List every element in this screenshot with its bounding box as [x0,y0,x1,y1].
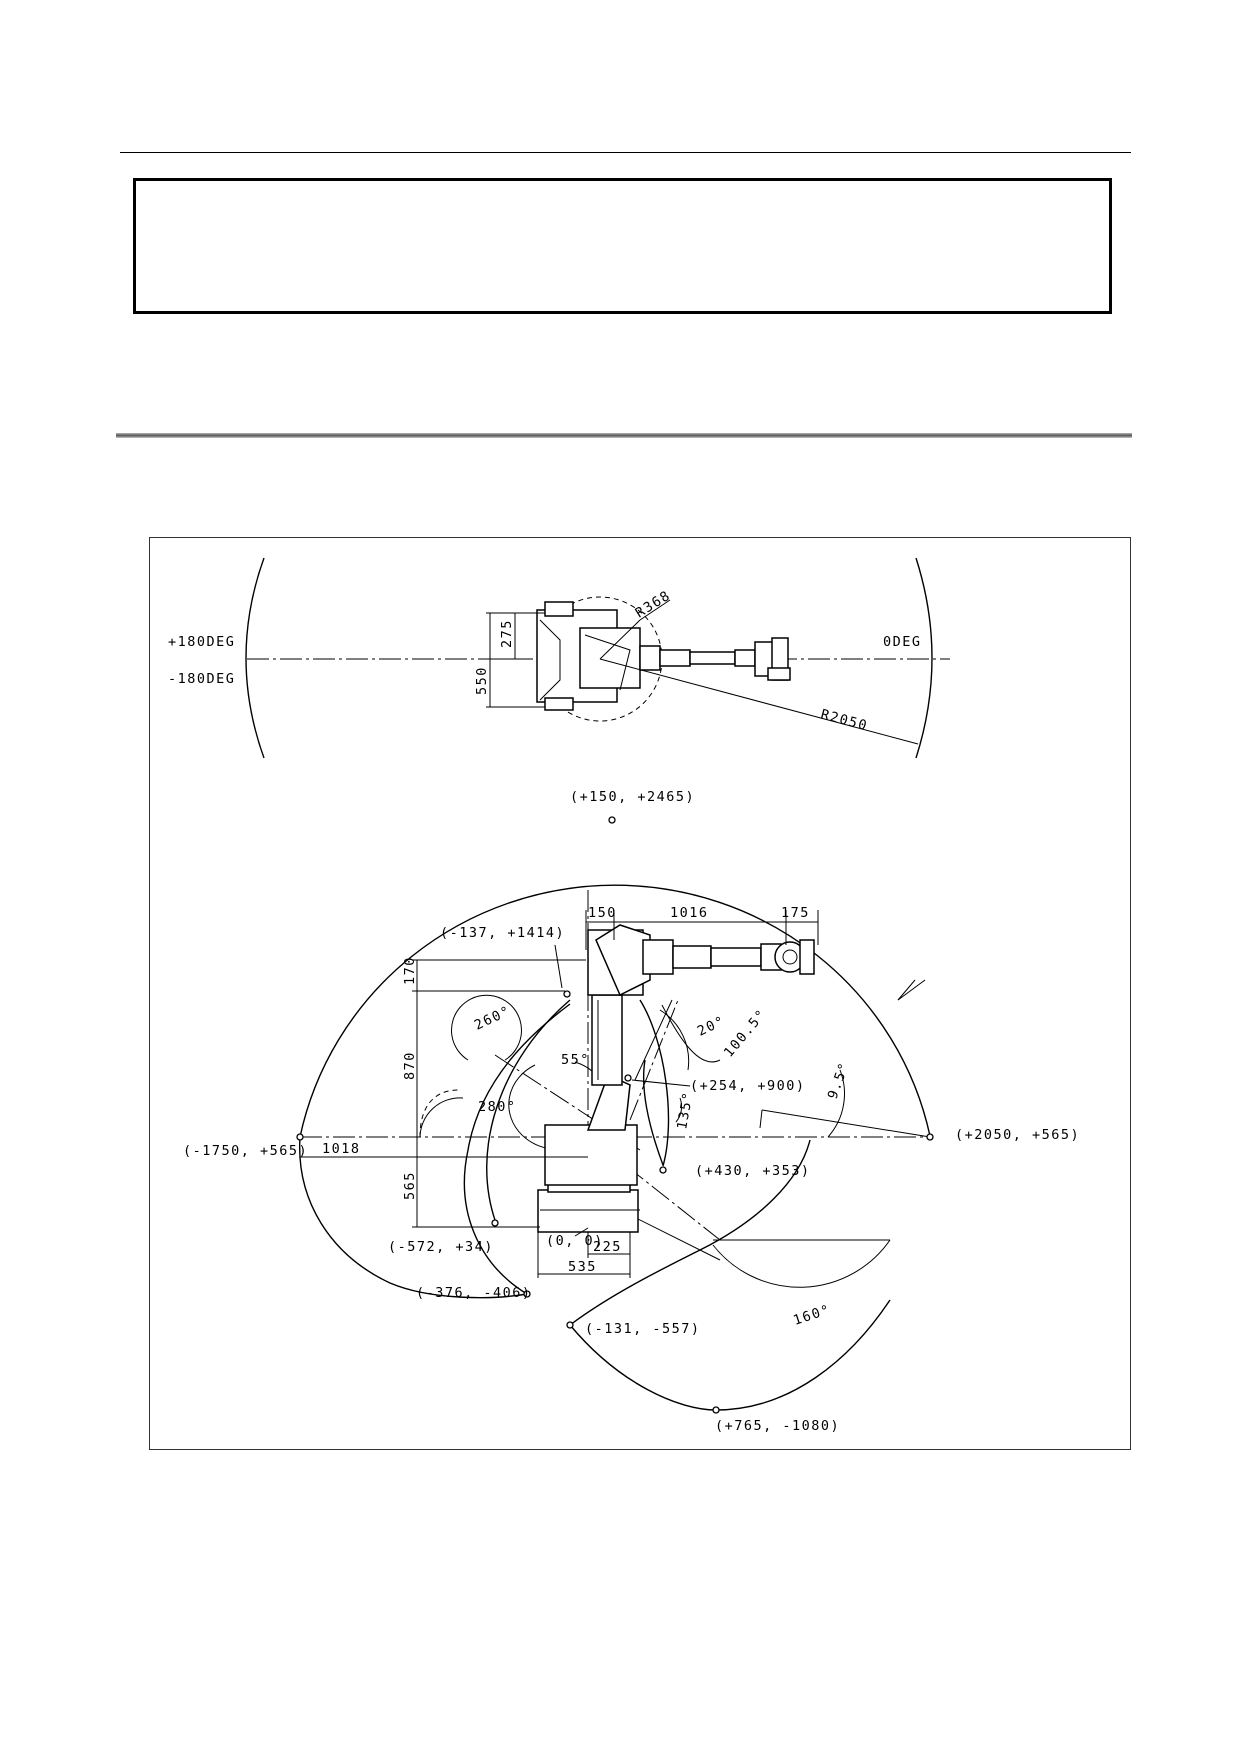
point-wrist-label: (+254, +900) [690,1078,806,1094]
angle-9-5-label: 9.5° [825,1060,853,1102]
point-right-label: (+2050, +565) [955,1127,1080,1143]
lower-envelope [569,1299,891,1411]
point-upper-left [563,990,571,998]
dim-565-label: 565 [402,1171,418,1200]
point-right [926,1133,934,1141]
inner-envelope [463,1003,571,1295]
angle-55-label: 55° [561,1052,590,1068]
robot-top-view [536,601,791,711]
caution-box [133,178,1112,314]
dim-275-label: 275 [499,619,515,648]
point-left [296,1133,304,1141]
point-wrist [624,1074,632,1082]
point-upper-left-label: (-137, +1414) [440,925,565,941]
point-origin-label: (0, 0) [546,1233,604,1249]
outer-envelope [299,884,931,1299]
radius-base-label: R368 [633,587,674,621]
point-lower-mid [566,1321,574,1329]
angle-100-5-label: 100.5° [721,1006,770,1061]
point-left-label: (-1750, +565) [183,1143,308,1159]
dim-1018-label: 1018 [322,1141,361,1157]
dim-550-label: 550 [474,666,490,695]
angle-zero-label: 0DEG [883,634,922,650]
point-bottom-label: (+765, -1080) [715,1418,840,1434]
dim-175-label: 175 [781,905,810,921]
point-front-low [491,1219,499,1227]
point-top-label: (+150, +2465) [570,789,695,805]
point-lower-inner-label: (+430, +353) [695,1163,811,1179]
dim-535-label: 535 [568,1259,597,1275]
section-rule [116,433,1132,438]
dim-225-label: 225 [593,1239,622,1255]
point-top [608,816,616,824]
angle-20-label: 20° [695,1013,728,1040]
angle-280-label: 280° [478,1099,517,1115]
reach-arc-left [245,557,265,759]
point-bottom [712,1406,720,1414]
angle-minus-180-label: -180DEG [168,671,235,687]
point-lower-mid-label: (-131, -557) [585,1321,701,1337]
inner-envelope-2 [486,999,571,1224]
point-front-low-label: (-572, +34) [388,1239,494,1255]
dim-150-label: 150 [588,905,617,921]
dim-170-label: 170 [402,956,418,985]
radius-reach-label: R2050 [819,706,870,734]
dim-1016-label: 1016 [670,905,709,921]
top-view: 275 550 R368 R2050 +180DEG -180DEG 0DEG [168,557,950,759]
reach-arc-right [915,557,933,759]
angle-plus-180-label: +180DEG [168,634,235,650]
dim-870-label: 870 [402,1051,418,1080]
angle-135-label: 135° [674,1090,696,1131]
point-lower-left-label: (-376, -406) [416,1285,532,1301]
header-rule [120,152,1131,153]
point-lower-left [523,1290,531,1298]
point-lower-inner [659,1166,667,1174]
robot-side-view [537,924,815,1233]
side-view: 150 1016 175 170 870 565 1018 225 535 [183,789,1080,1434]
angle-260-label: 260° [472,1003,514,1034]
angle-160-label: 160° [791,1302,833,1329]
diagram-frame [149,537,1131,1450]
